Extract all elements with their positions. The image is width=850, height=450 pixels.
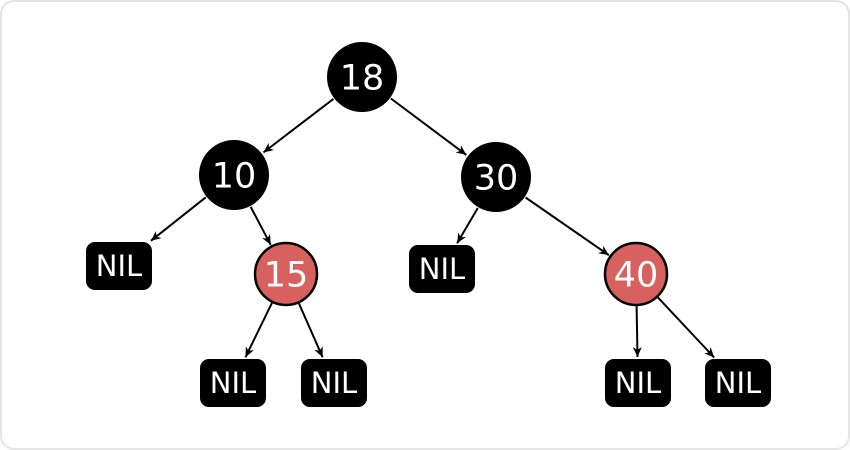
tree-edge-10-to-nil-1 (150, 196, 207, 242)
node-label: NIL (96, 249, 142, 283)
tree-edge-15-to-nil-3 (244, 302, 273, 358)
nil-node-box (705, 359, 771, 407)
node-label: 10 (212, 156, 257, 196)
tree-edge-18-to-10 (262, 98, 335, 154)
tree-node-40: 40 (603, 241, 669, 307)
node-label: 40 (614, 255, 659, 295)
tree-edge-30-to-40 (525, 196, 610, 257)
tree-node-15: 15 (253, 241, 319, 307)
node-label: NIL (210, 366, 256, 400)
tree-edge-10-to-15 (249, 206, 272, 246)
tree-node-18: 18 (327, 42, 397, 112)
nil-leaf-nil-6: NIL (705, 359, 771, 407)
black-node-circle (461, 142, 531, 212)
tree-node-30: 30 (461, 142, 531, 212)
tree-edge-40-to-nil-6 (657, 296, 715, 359)
tree-edge-18-to-30 (390, 97, 467, 156)
tree-edge-15-to-nil-4 (297, 302, 324, 358)
nil-node-box (605, 359, 671, 407)
node-label: NIL (311, 366, 357, 400)
node-label: NIL (715, 366, 761, 400)
tree-edge-40-to-nil-5 (632, 305, 642, 358)
tree-edge-30-to-nil-2 (456, 207, 479, 244)
node-label: 30 (474, 158, 519, 198)
black-node-circle (199, 140, 269, 210)
nil-node-box (409, 245, 475, 293)
nil-leaf-nil-1: NIL (86, 242, 152, 290)
tree-node-10: 10 (199, 140, 269, 210)
nil-leaf-nil-5: NIL (605, 359, 671, 407)
node-label: 18 (340, 58, 385, 98)
red-node-circle (253, 241, 319, 307)
nil-leaf-nil-4: NIL (301, 359, 367, 407)
node-label: NIL (419, 252, 465, 286)
node-label: 15 (264, 255, 309, 295)
nil-node-box (301, 359, 367, 407)
nil-leaf-nil-2: NIL (409, 245, 475, 293)
nil-node-box (200, 359, 266, 407)
black-node-circle (327, 42, 397, 112)
node-label: NIL (615, 366, 661, 400)
red-node-circle (603, 241, 669, 307)
nil-node-box (86, 242, 152, 290)
nil-leaf-nil-3: NIL (200, 359, 266, 407)
